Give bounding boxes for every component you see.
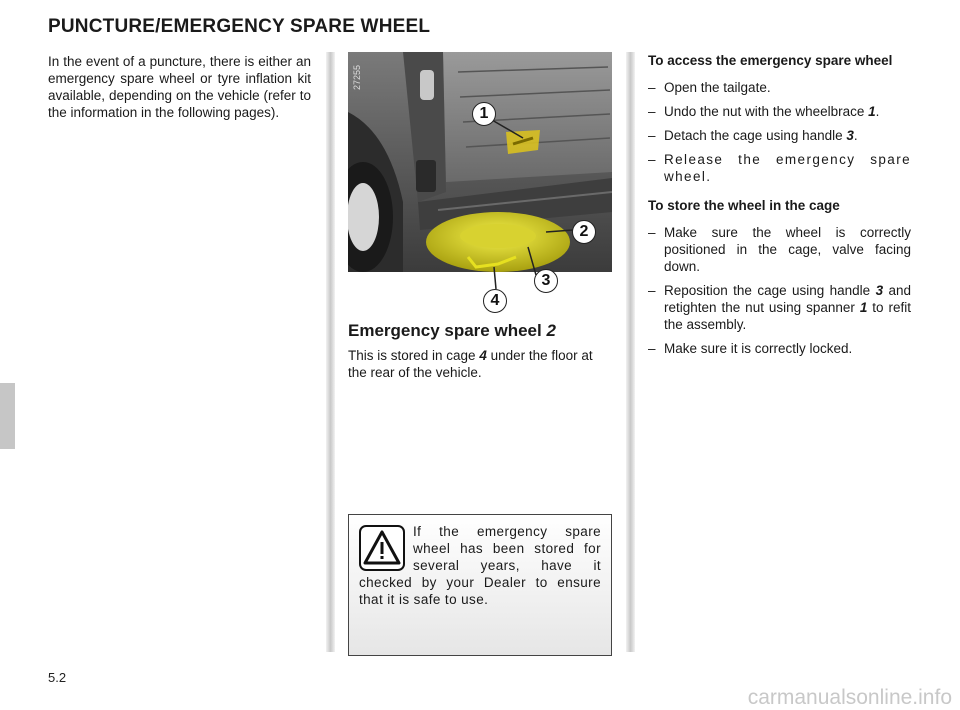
spare-wheel-illustration	[348, 52, 612, 277]
column-divider-right	[626, 52, 635, 652]
page-title: PUNCTURE/EMERGENCY SPARE WHEEL	[48, 16, 431, 37]
list-item: –Detach the cage using handle 3.	[648, 128, 858, 143]
list-item: –Release the emergency spare wheel.	[648, 152, 911, 184]
section-heading: Emergency spare wheel 2	[348, 322, 612, 339]
intro-column: In the event of a puncture, there is eit…	[48, 53, 311, 121]
instructions-column: To access the emergency spare wheel –Ope…	[648, 52, 911, 369]
watermark: carmanualsonline.info	[747, 686, 952, 709]
page-number: 5.2	[48, 670, 67, 685]
store-steps: –Make sure the wheel is correctly positi…	[648, 224, 911, 357]
warning-box: If the emergency spare wheel has been st…	[348, 514, 612, 656]
vehicle-rear-drawing	[348, 52, 612, 277]
intro-paragraph: In the event of a puncture, there is eit…	[48, 54, 311, 120]
callout-4: 4	[483, 289, 507, 313]
heading-ref: 2	[546, 321, 556, 340]
list-item: –Undo the nut with the wheelbrace 1.	[648, 104, 880, 119]
list-item: –Make sure the wheel is correctly positi…	[648, 225, 911, 274]
list-item: –Make sure it is correctly locked.	[648, 341, 853, 356]
spare-wheel-section: Emergency spare wheel 2 This is stored i…	[348, 322, 612, 381]
warning-triangle-icon	[359, 525, 405, 571]
list-item: –Open the tailgate.	[648, 80, 771, 95]
section-body: This is stored in cage 4 under the floor…	[348, 347, 612, 381]
figure-reference-code: 27255	[352, 64, 362, 90]
body-text-2: under the floor at the rear of the vehic…	[348, 348, 593, 380]
access-steps: –Open the tailgate. –Undo the nut with t…	[648, 79, 911, 185]
section-tab-marker	[0, 383, 15, 449]
list-item: –Reposition the cage using handle 3 and …	[648, 283, 912, 332]
warning-text: If the emergency spare wheel has been st…	[359, 524, 601, 607]
column-divider-left	[326, 52, 335, 652]
body-ref: 4	[479, 348, 487, 363]
store-title: To store the wheel in the cage	[648, 198, 840, 213]
body-text-1: This is stored in cage	[348, 348, 480, 363]
access-title: To access the emergency spare wheel	[648, 53, 893, 68]
heading-text: Emergency spare wheel	[348, 321, 547, 340]
